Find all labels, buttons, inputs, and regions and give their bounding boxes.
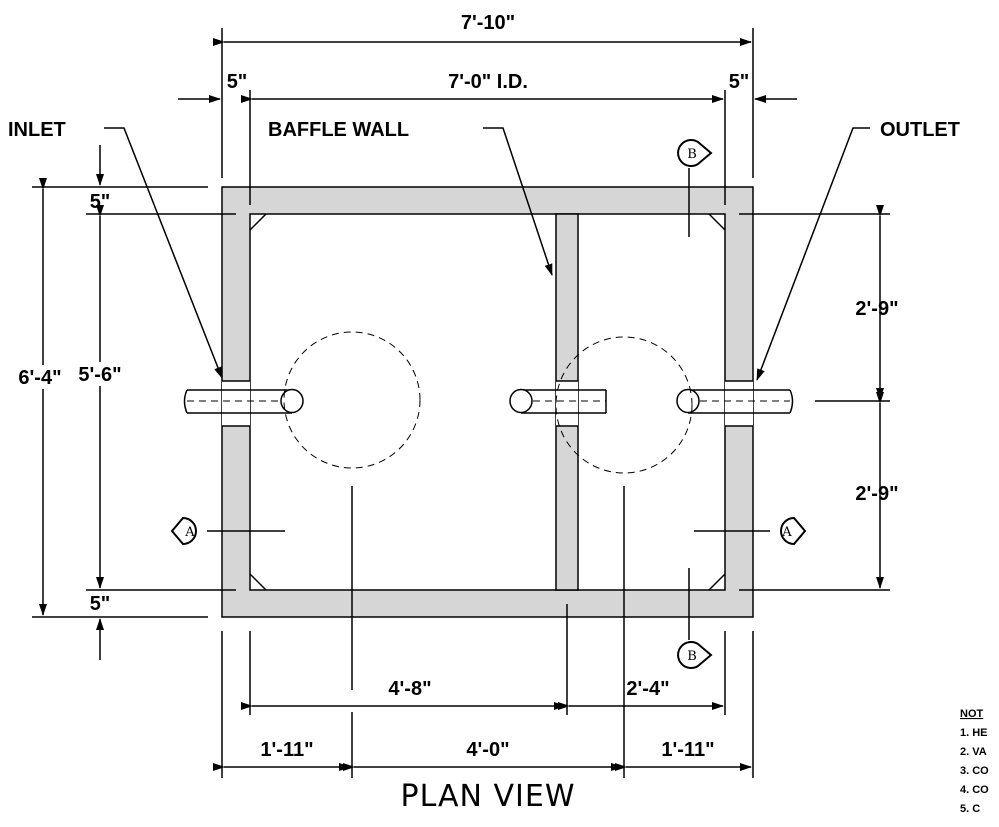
overall-length-label: 6'-4" <box>18 367 61 389</box>
note-2: 2. VA <box>960 746 987 758</box>
inside-length-label: 5'-6" <box>78 364 121 386</box>
outlet-label: OUTLET <box>880 119 960 141</box>
wall-bottom-label: 5" <box>90 593 111 615</box>
bottom-left-label: 1'-11" <box>260 739 313 761</box>
chamber-1-label: 4'-8" <box>388 678 431 700</box>
wall-top-label: 5" <box>90 191 111 213</box>
inlet-label: INLET <box>8 119 66 141</box>
section-marker-a-right: A <box>780 516 807 546</box>
section-marker-b-top: B <box>677 139 713 167</box>
bottom-right-label: 1'-11" <box>661 739 714 761</box>
outlet-upper-label: 2'-9" <box>855 298 898 320</box>
svg-text:B: B <box>687 649 697 664</box>
access-opening-right <box>555 336 693 474</box>
note-3: 3. CO <box>960 765 989 777</box>
outlet-pipe <box>676 388 794 414</box>
svg-text:A: A <box>184 525 195 540</box>
inlet-pipe <box>183 388 304 414</box>
note-4: 4. CO <box>960 784 989 796</box>
svg-text:B: B <box>687 147 697 162</box>
page-title: PLAN VIEW <box>401 779 576 814</box>
wall-left-label: 5" <box>227 71 248 93</box>
inside-width-label: 7'-0" I.D. <box>448 71 528 93</box>
wall-right-label: 5" <box>729 71 750 93</box>
notes: NOT 1. HE 2. VA 3. CO 4. CO 5. C <box>960 708 989 815</box>
section-marker-a-left: A <box>170 516 197 546</box>
extension-lines <box>32 28 890 778</box>
note-1: 1. HE <box>960 727 988 739</box>
callout-labels: INLET BAFFLE WALL OUTLET <box>8 119 960 141</box>
dimension-lines <box>39 38 884 771</box>
outlet-lower-label: 2'-9" <box>855 483 898 505</box>
chamber-2-label: 2'-4" <box>626 678 669 700</box>
bottom-center-label: 4'-0" <box>466 739 509 761</box>
svg-text:A: A <box>781 525 792 540</box>
baffle-pipe <box>509 388 607 414</box>
access-opening-left <box>283 331 421 469</box>
dimension-labels: 7'-10" 7'-0" I.D. 5" 5" 5" 5" 6'-4" 5'-6… <box>5 5 899 761</box>
notes-header: NOT <box>960 708 984 720</box>
baffle-wall-label: BAFFLE WALL <box>268 119 409 141</box>
section-lines <box>207 168 770 640</box>
leaders <box>104 127 870 381</box>
note-5: 5. C <box>960 803 980 815</box>
section-marker-b-bottom: B <box>677 641 713 669</box>
overall-width-label: 7'-10" <box>461 12 515 34</box>
